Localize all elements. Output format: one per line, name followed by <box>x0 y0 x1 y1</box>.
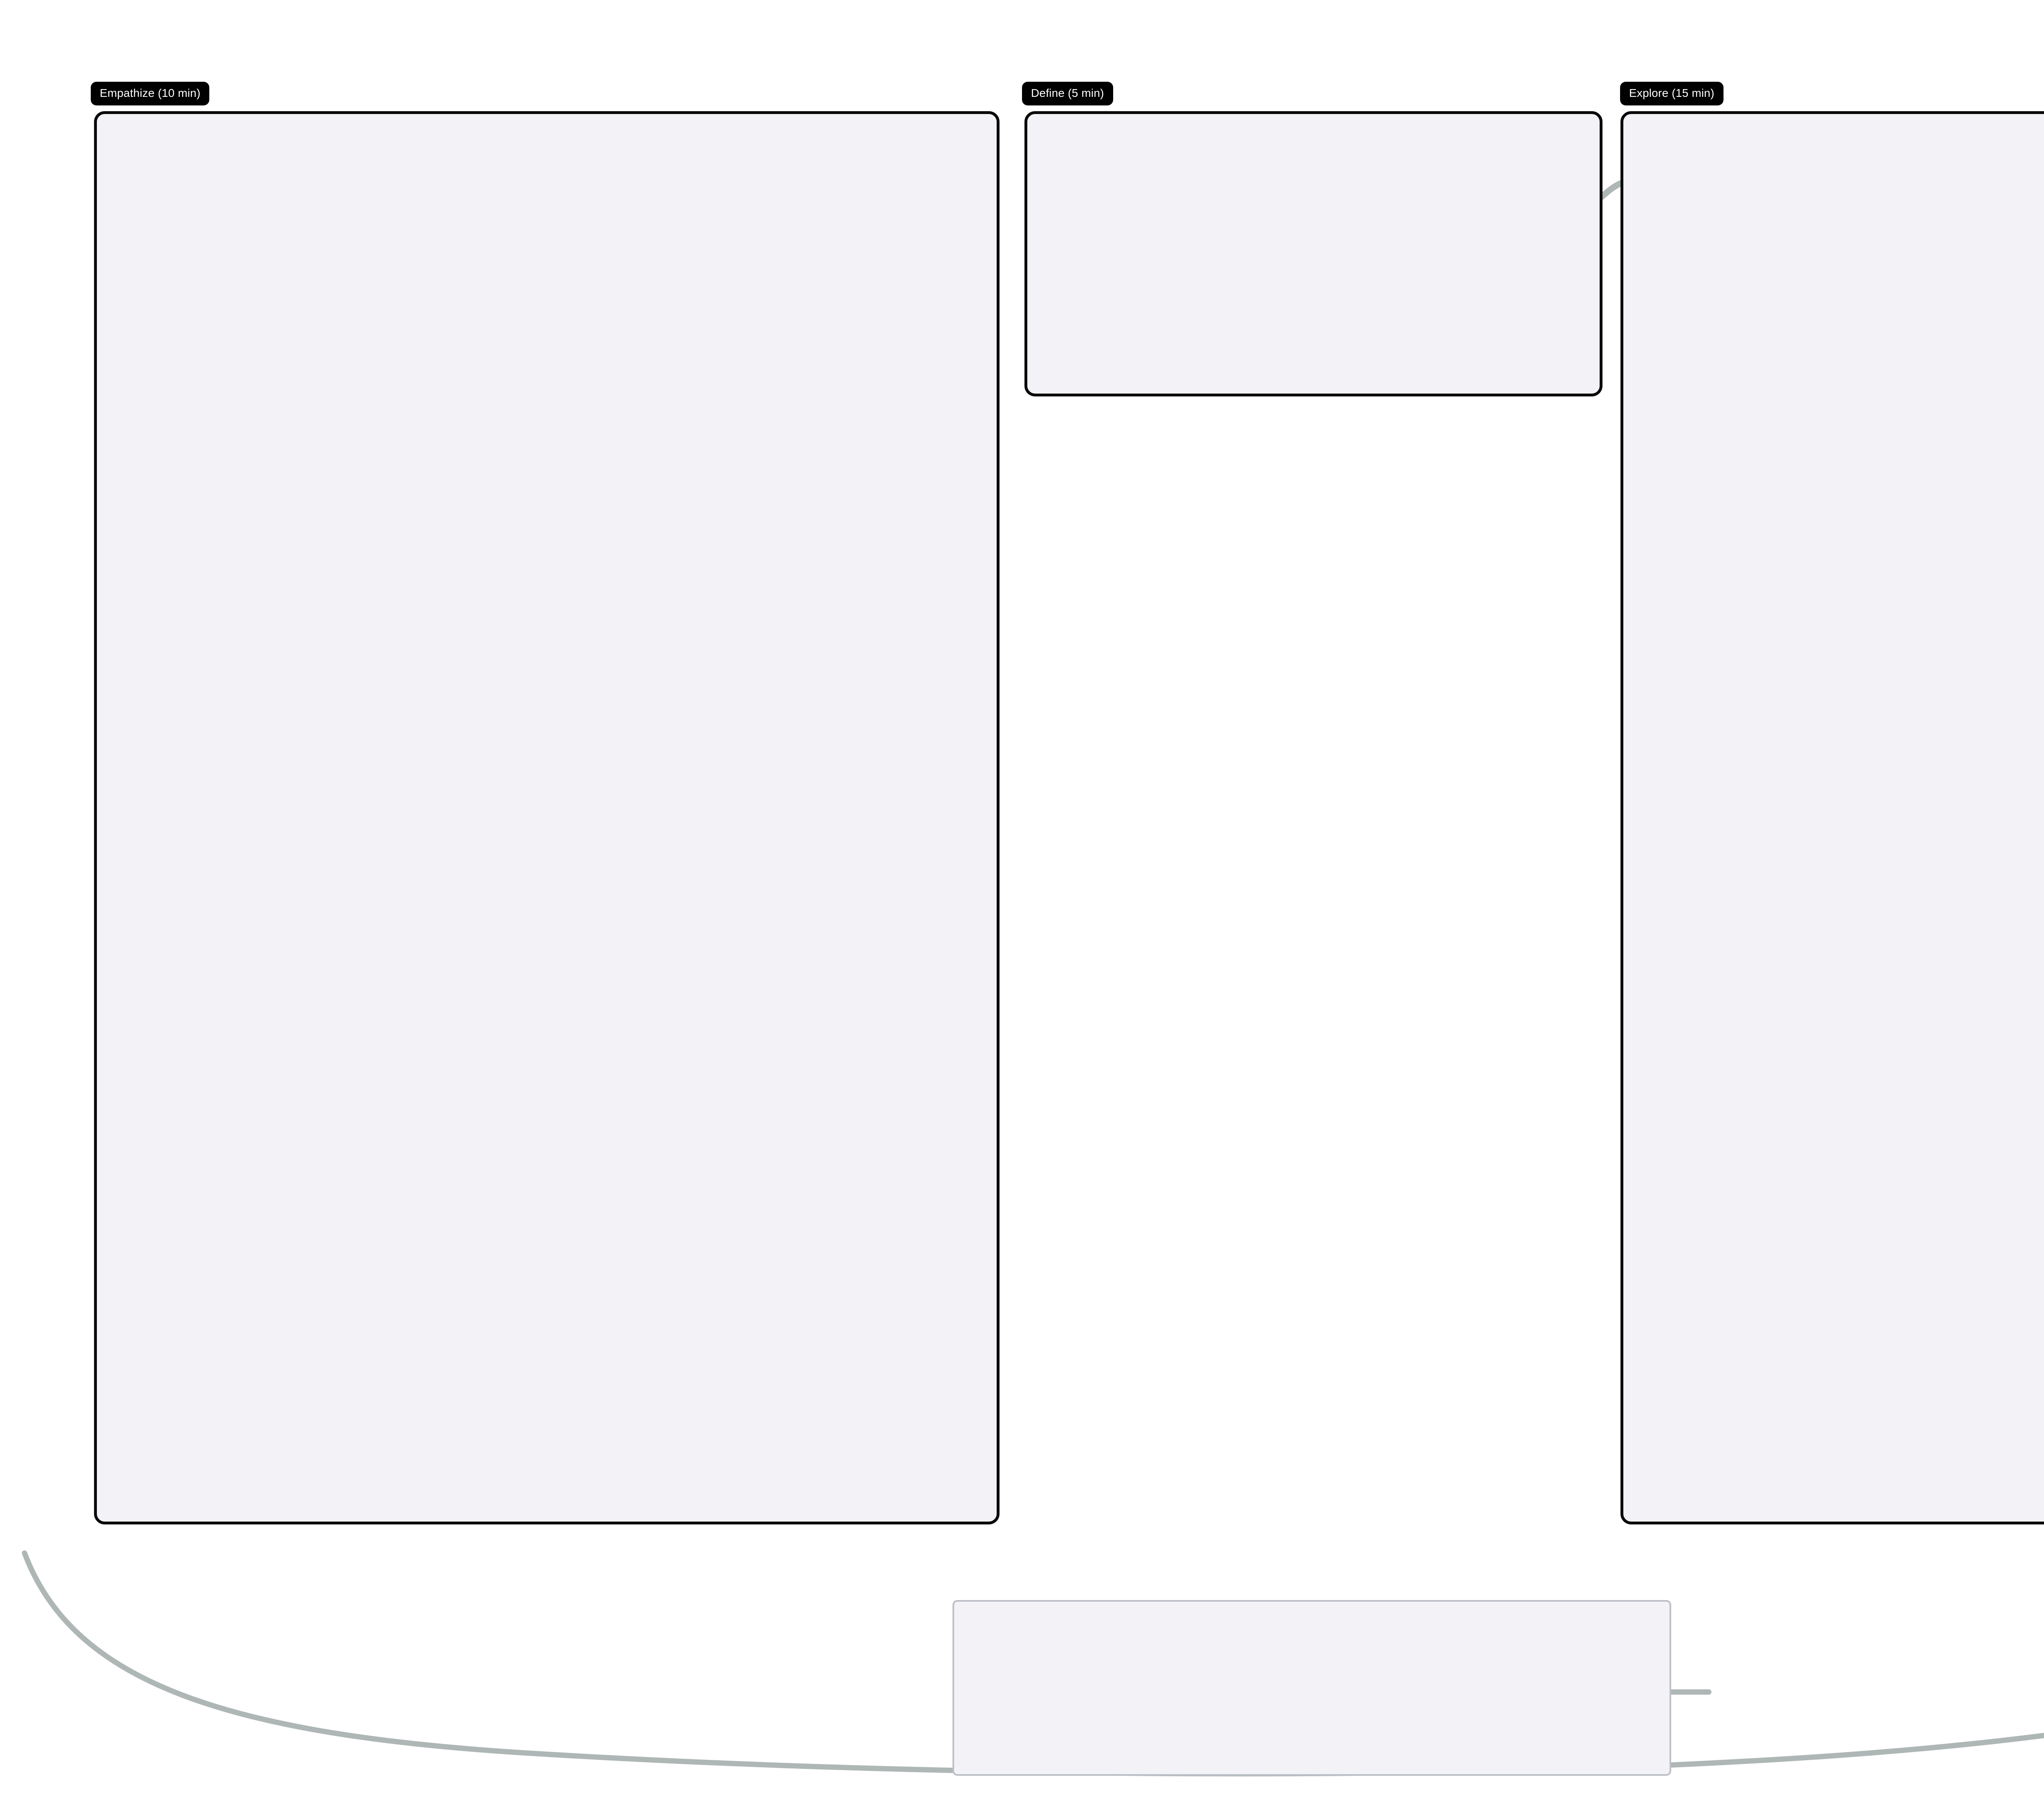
panel-explore <box>1620 111 2044 1524</box>
stage-label-empathize: Empathize (10 min) <box>91 82 210 105</box>
stage-label-explore: Explore (15 min) <box>1620 82 1724 105</box>
panel-define <box>1024 111 1602 396</box>
idea-to-prototype-card <box>953 1600 1671 1776</box>
panel-empathize <box>94 111 1000 1524</box>
stage-label-define: Define (5 min) <box>1022 82 1113 105</box>
